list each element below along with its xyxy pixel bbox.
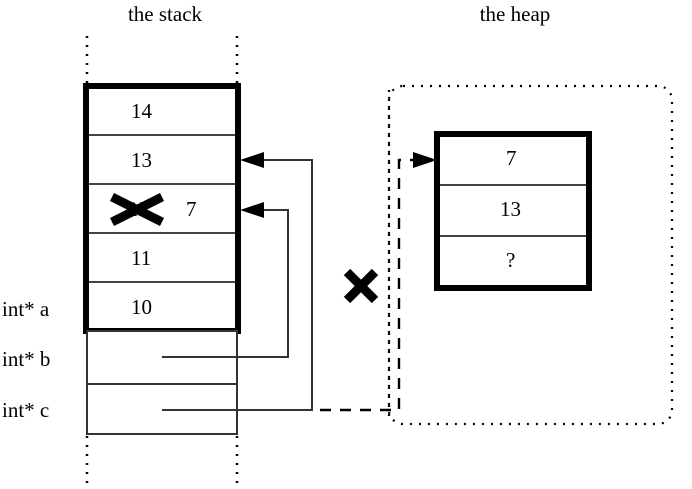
heap-cell-value-1: 13 — [500, 197, 521, 221]
old-heap-pointer-dashed-path — [320, 158, 425, 412]
stack-caption: the stack — [127, 2, 203, 26]
variable-label-b: int* b — [2, 347, 51, 371]
stack-cell-value-4: 10 — [131, 295, 152, 319]
variable-label-a: int* a — [2, 297, 50, 321]
stack-cell-value-2-new: 7 — [186, 197, 197, 221]
heap-caption: the heap — [479, 2, 551, 26]
pointer-b-arrowhead — [240, 202, 264, 218]
heap-block-frame — [434, 131, 592, 291]
variable-label-c: int* c — [2, 398, 50, 422]
pointer-b-arrow-path — [162, 209, 289, 358]
stack-cell-value-0: 14 — [131, 99, 152, 123]
heap-cell-value-2: ? — [506, 248, 516, 272]
stack-cell-value-2-old: 12 — [128, 197, 149, 221]
heap-region-boundary — [387, 84, 674, 426]
stack-used-frame — [83, 83, 241, 334]
crossout-stack-value-icon — [109, 192, 165, 227]
old-heap-pointer-arrowhead — [413, 152, 437, 168]
stack-cell-value-3: 11 — [131, 246, 152, 270]
pointer-c-arrow-path — [162, 159, 313, 411]
heap-cell-value-0: 7 — [506, 146, 517, 170]
stack-pointer-frame — [86, 330, 238, 435]
pointer-c-arrowhead — [240, 152, 264, 168]
crossout-heap-pointer-icon — [343, 268, 379, 304]
stack-cell-value-1: 13 — [131, 148, 152, 172]
